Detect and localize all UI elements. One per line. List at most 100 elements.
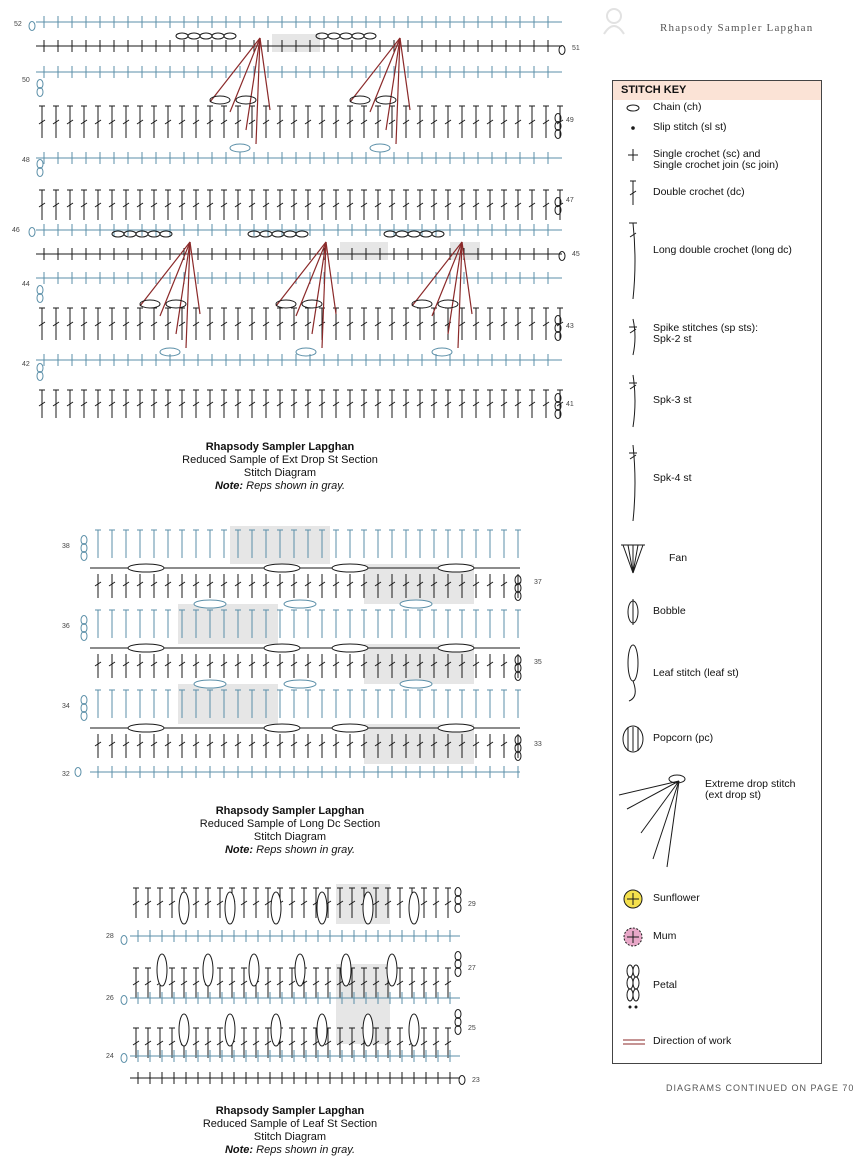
dc-slash <box>336 980 344 986</box>
dc-slash <box>192 661 200 667</box>
dc-slash <box>216 900 224 906</box>
dc-slash <box>248 661 256 667</box>
repeat-highlight <box>178 604 278 644</box>
spike-2-icon <box>629 318 637 356</box>
stitch-key-item: Petal <box>613 961 821 1011</box>
turning-chain <box>514 583 522 593</box>
logo-icon <box>603 8 625 35</box>
dc-slash <box>192 581 200 587</box>
dc-slash <box>192 980 200 986</box>
dc-slash <box>262 401 270 407</box>
dc-slash <box>206 661 214 667</box>
row-number: 48 <box>22 157 30 164</box>
dc-slash <box>80 119 88 125</box>
note-text: Reps shown in gray. <box>256 1144 356 1156</box>
dc-slash <box>402 401 410 407</box>
row-number: 51 <box>572 45 580 52</box>
dc-slash <box>276 202 284 208</box>
row-number: 27 <box>468 965 476 972</box>
caption-note: Note: Reps shown in gray. <box>140 844 440 857</box>
row-number: 32 <box>62 771 70 778</box>
dc-slash <box>430 661 438 667</box>
dc-slash <box>360 321 368 327</box>
dc-slash <box>430 202 438 208</box>
turning-chain <box>36 159 44 169</box>
dc-slash <box>300 900 308 906</box>
dc-slash <box>402 581 410 587</box>
repeat-highlight <box>450 242 480 260</box>
chain-stitch <box>199 32 213 40</box>
dc-slash <box>66 321 74 327</box>
dc-slash <box>178 202 186 208</box>
dc-slash <box>336 1040 344 1046</box>
turning-chain <box>454 967 462 977</box>
caption-kind: Stitch Diagram <box>253 1131 327 1143</box>
stitch-key-label: Direction of work <box>653 1035 732 1047</box>
dc-slash <box>444 581 452 587</box>
dc-slash <box>234 661 242 667</box>
turning-chain <box>36 363 44 373</box>
turning-chain <box>80 695 88 705</box>
extreme-drop-stitch-line <box>311 241 327 335</box>
stitch-key-item: Slip stitch (sl st) <box>613 121 821 135</box>
chain-stitch <box>187 32 201 40</box>
dc-slash <box>276 119 284 125</box>
dc-slash <box>300 1040 308 1046</box>
dc-slash <box>150 581 158 587</box>
stitch-key-label: Spk-4 st <box>653 472 692 484</box>
dc-slash <box>164 321 172 327</box>
dc-slash <box>168 900 176 906</box>
dc-slash <box>416 401 424 407</box>
turning-chain <box>454 959 462 969</box>
dc-slash <box>346 321 354 327</box>
dc-slash <box>178 401 186 407</box>
chain-space <box>437 723 475 733</box>
dc-slash <box>136 119 144 125</box>
dc-slash <box>432 1040 440 1046</box>
caption-note: Note: Reps shown in gray. <box>140 1144 440 1157</box>
dc-slash <box>178 581 186 587</box>
dc-slash <box>108 741 116 747</box>
dc-slash <box>312 1040 320 1046</box>
stitch-key-label: Spk-3 st <box>653 394 692 406</box>
stitch-key-item: Chain (ch) <box>613 101 821 115</box>
dc-slash <box>178 741 186 747</box>
dc-slash <box>276 980 284 986</box>
dc-slash <box>318 321 326 327</box>
dc-slash <box>388 202 396 208</box>
chain-space <box>263 563 301 573</box>
turning-chain <box>80 615 88 625</box>
chain-stitch <box>369 143 391 153</box>
row-number: 41 <box>566 401 574 408</box>
mum-icon <box>623 927 643 947</box>
dc-slash <box>420 900 428 906</box>
extreme-drop-stitch-line <box>325 241 337 315</box>
dc-slash <box>432 980 440 986</box>
dc-slash <box>38 401 46 407</box>
petal-icon <box>626 964 640 1009</box>
dc-slash <box>156 1040 164 1046</box>
chain-space <box>437 563 475 573</box>
dc-slash <box>444 741 452 747</box>
dc-slash <box>472 661 480 667</box>
dc-slash <box>514 321 522 327</box>
dc-slash <box>500 741 508 747</box>
turning-chain <box>454 1025 462 1035</box>
dc-slash <box>416 321 424 327</box>
dc-slash <box>38 202 46 208</box>
leaf-stitch <box>340 953 352 987</box>
shape <box>632 988 640 1002</box>
stitch-key-item: Extreme drop stitch (ext drop st) <box>613 771 821 871</box>
spike-4-icon <box>629 444 637 522</box>
dc-slash <box>122 119 130 125</box>
dc-slash <box>234 202 242 208</box>
note-text: Reps shown in gray. <box>256 844 356 856</box>
row-number: 42 <box>22 361 30 368</box>
dc-slash <box>500 202 508 208</box>
chain-stitch <box>175 32 189 40</box>
dc-slash <box>360 980 368 986</box>
turning-chain <box>120 1053 128 1063</box>
row-number: 35 <box>534 659 542 666</box>
row-number: 28 <box>106 933 114 940</box>
